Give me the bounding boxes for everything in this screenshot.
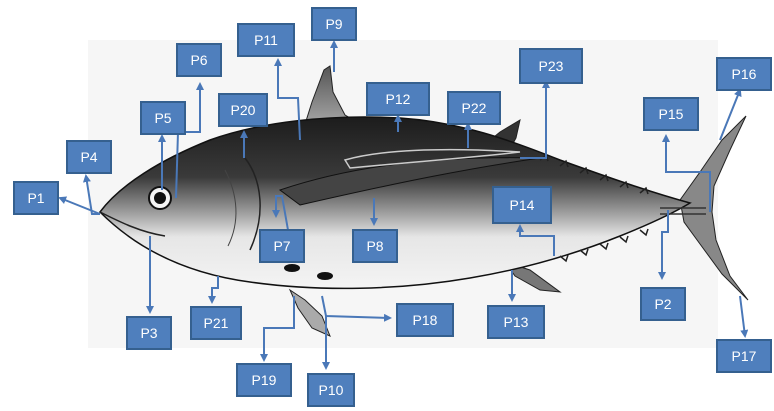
label-p4[interactable]: P4 xyxy=(66,140,112,174)
label-p15[interactable]: P15 xyxy=(643,97,699,131)
label-p13[interactable]: P13 xyxy=(487,305,545,339)
pupil xyxy=(154,192,166,204)
label-p8[interactable]: P8 xyxy=(352,229,398,263)
label-p21[interactable]: P21 xyxy=(190,306,242,340)
label-p22[interactable]: P22 xyxy=(447,91,501,125)
label-p11[interactable]: P11 xyxy=(237,23,295,57)
label-p10[interactable]: P10 xyxy=(307,373,355,407)
ventral-spot-1 xyxy=(284,264,300,272)
label-p19[interactable]: P19 xyxy=(236,363,292,397)
label-p5[interactable]: P5 xyxy=(140,101,186,135)
label-p12[interactable]: P12 xyxy=(366,82,430,116)
label-p1[interactable]: P1 xyxy=(13,181,59,215)
label-p2[interactable]: P2 xyxy=(640,287,686,321)
label-p16[interactable]: P16 xyxy=(716,57,772,91)
label-p7[interactable]: P7 xyxy=(259,229,305,263)
label-p14[interactable]: P14 xyxy=(492,186,552,224)
label-p3[interactable]: P3 xyxy=(126,316,172,350)
label-p23[interactable]: P23 xyxy=(519,48,583,84)
ventral-spot-2 xyxy=(317,272,333,280)
label-p17[interactable]: P17 xyxy=(716,339,772,373)
label-p20[interactable]: P20 xyxy=(218,93,268,127)
label-p6[interactable]: P6 xyxy=(176,43,222,77)
label-p18[interactable]: P18 xyxy=(396,303,454,337)
label-p9[interactable]: P9 xyxy=(311,7,357,41)
